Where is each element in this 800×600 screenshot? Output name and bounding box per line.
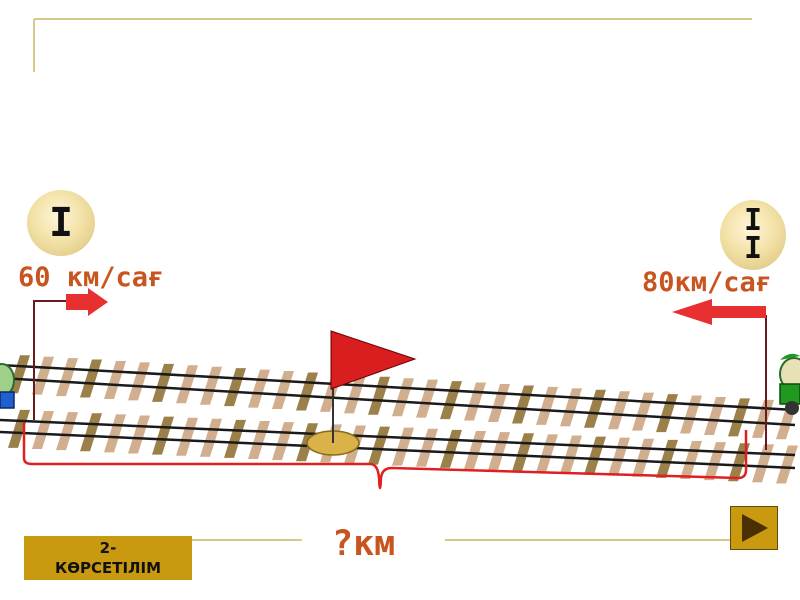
rail-tie xyxy=(200,419,222,457)
rail-tie xyxy=(128,415,150,453)
rail-tie xyxy=(152,417,174,455)
rail-tie xyxy=(104,361,126,399)
rail-tie xyxy=(392,428,414,466)
rail-tie xyxy=(8,410,30,448)
rail-tie xyxy=(368,427,390,465)
rail-tie xyxy=(368,377,390,415)
rail-tie xyxy=(464,431,486,469)
rail-tie xyxy=(752,444,774,482)
rail-tie xyxy=(128,362,150,400)
flag-icon xyxy=(331,331,415,389)
right-train-icon xyxy=(780,354,800,415)
rail-tie xyxy=(464,383,486,421)
rail-tie xyxy=(608,438,630,476)
train-1-number: I xyxy=(49,200,73,246)
rail-tie xyxy=(416,429,438,467)
rail-tie xyxy=(176,418,198,456)
rail-tie xyxy=(536,387,558,425)
rail-tie xyxy=(80,360,102,398)
rail-tie xyxy=(632,393,654,431)
rail-tie xyxy=(608,391,630,429)
rail-tie xyxy=(224,420,246,458)
rail-tie xyxy=(704,442,726,480)
rail-tie xyxy=(200,367,222,405)
rail-tie xyxy=(560,435,582,473)
rail-tie xyxy=(656,394,678,432)
train-2-badge: I I xyxy=(720,200,786,270)
left-train-icon xyxy=(0,364,14,408)
slide-label: 2- КӨРСЕТІЛІМ xyxy=(24,536,192,580)
train-2-number-bottom: I xyxy=(744,235,762,263)
rail-tie xyxy=(560,388,582,426)
rail-tie xyxy=(32,411,54,449)
rail-tie xyxy=(440,430,462,468)
rail-tie xyxy=(224,368,246,406)
rail-tie xyxy=(272,422,294,460)
rail-tie xyxy=(536,434,558,472)
rail-tie xyxy=(56,358,78,396)
rail-tie xyxy=(80,413,102,451)
rail-tie xyxy=(656,440,678,478)
rail-tie xyxy=(704,397,726,435)
rail-tie xyxy=(248,370,270,408)
rail-tie xyxy=(272,371,294,409)
train-1-badge: I xyxy=(27,190,95,256)
train-1-speed: 60 км/сағ xyxy=(18,262,164,293)
rail-tie xyxy=(776,445,798,483)
arrow-icon-left xyxy=(672,299,766,325)
rail-tie xyxy=(632,439,654,477)
rail-tie xyxy=(440,381,462,419)
rail-tie xyxy=(248,421,270,459)
rail-tie xyxy=(296,372,318,410)
slide-label-line2: КӨРСЕТІЛІМ xyxy=(24,558,192,578)
rail-tie xyxy=(392,378,414,416)
rail-tie xyxy=(512,433,534,471)
distance-question: ?км xyxy=(332,524,395,564)
rail-tie xyxy=(584,390,606,428)
rail-tie xyxy=(584,437,606,475)
rail-tie xyxy=(488,432,510,470)
rail-tie xyxy=(416,380,438,418)
rail-tie xyxy=(512,385,534,423)
rail-tie xyxy=(32,357,54,395)
train-2-speed: 80км/сағ xyxy=(642,267,772,298)
rail-tie xyxy=(680,441,702,479)
rail-tie xyxy=(488,384,510,422)
rail-tie xyxy=(56,412,78,450)
rail-tie xyxy=(176,365,198,403)
next-button[interactable] xyxy=(730,506,778,550)
rail-tie xyxy=(152,364,174,402)
slide-label-line1: 2- xyxy=(24,538,192,558)
rail-tie xyxy=(104,414,126,452)
rail-tie xyxy=(680,396,702,434)
rail-tie xyxy=(752,400,774,438)
